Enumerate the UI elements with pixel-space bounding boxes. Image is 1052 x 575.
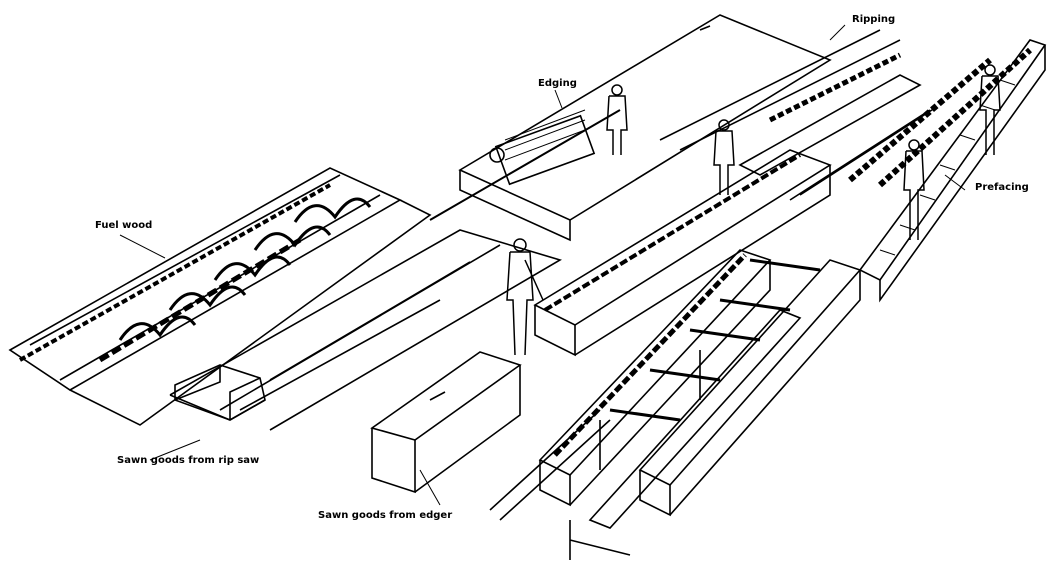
worker — [506, 238, 544, 356]
worker — [713, 119, 735, 195]
label-sawn-goods-edger: Sawn goods from edger — [318, 510, 453, 521]
worker — [903, 139, 925, 240]
prefacing-conveyor — [858, 39, 1047, 303]
workers — [506, 64, 1001, 356]
worker — [979, 64, 1001, 155]
floor-channel — [169, 229, 562, 431]
fuel-wood-conveyor — [8, 167, 432, 426]
edger-machine — [429, 109, 621, 221]
sawn-goods-bins — [489, 249, 862, 560]
label-fuel-wood: Fuel wood — [95, 220, 153, 231]
label-sawn-goods-rip-saw: Sawn goods from rip saw — [117, 455, 260, 466]
label-edging: Edging — [538, 78, 577, 89]
leader-lines — [119, 24, 966, 506]
worker — [606, 84, 628, 155]
label-prefacing: Prefacing — [975, 182, 1029, 193]
edger-table — [458, 14, 832, 357]
edger-goods-box — [370, 351, 522, 494]
label-ripping: Ripping — [852, 14, 896, 25]
ripping-conveyors — [659, 29, 1033, 201]
